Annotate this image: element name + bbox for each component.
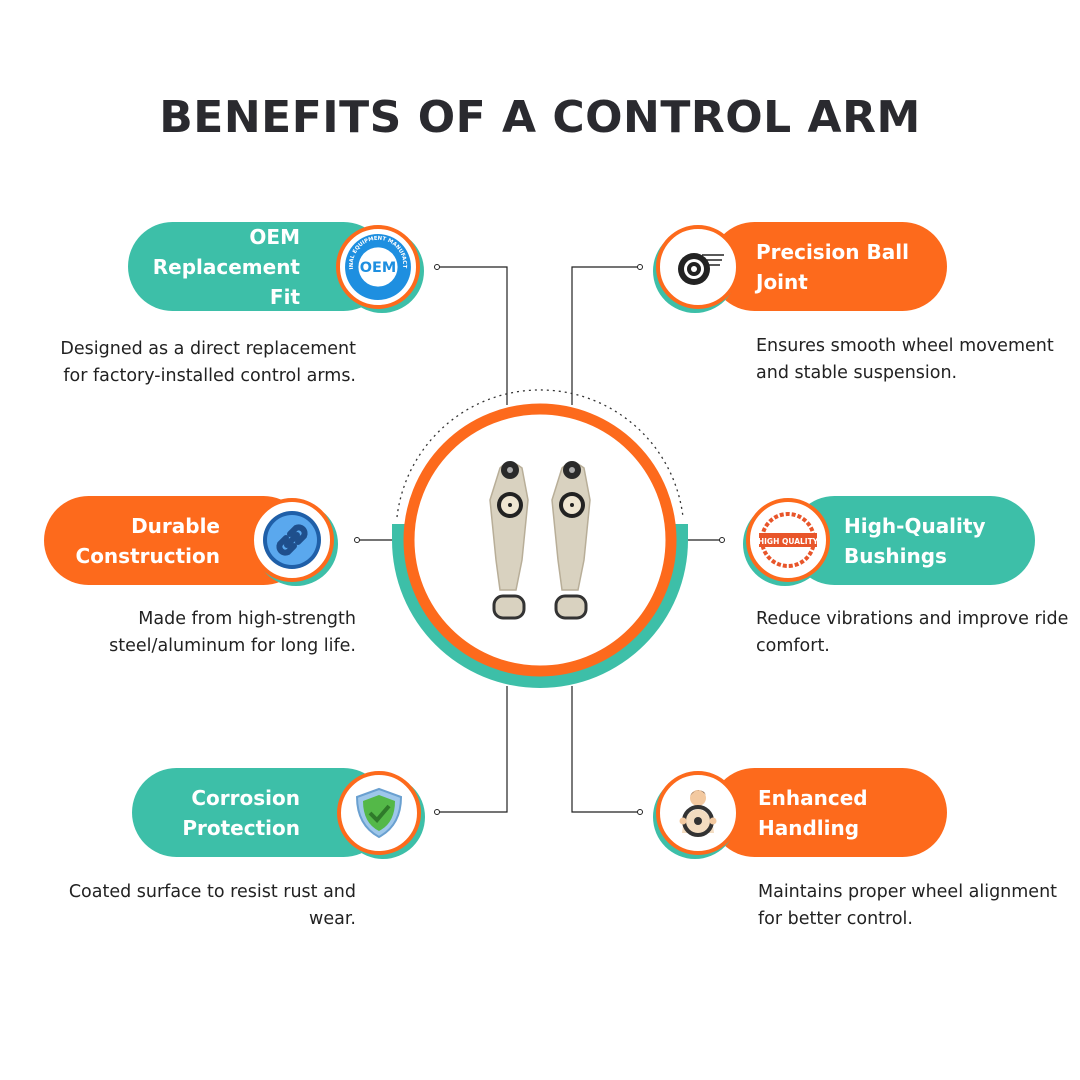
- control-arm-image: [489, 459, 592, 620]
- benefit-title-line2: Protection: [182, 815, 300, 840]
- benefit-title-line1: Durable: [131, 513, 220, 538]
- benefit-title-line2: Construction: [75, 543, 220, 568]
- benefit-bushings-pill: High-Quality Bushings: [790, 496, 1035, 585]
- benefit-title-line2: Replacement Fit: [152, 254, 300, 309]
- benefit-title-line1: Corrosion: [191, 785, 300, 810]
- dotted-arc: [396, 389, 684, 518]
- benefit-description: Reduce vibrations and improve ride comfo…: [756, 609, 1069, 656]
- page-title: BENEFITS OF A CONTROL ARM: [159, 92, 921, 143]
- benefit-title-line1: High-Quality: [844, 513, 986, 538]
- benefit-description: Maintains proper wheel alignment for bet…: [758, 882, 1058, 929]
- benefit-title-line1: Enhanced: [758, 785, 868, 810]
- spinning-wheel-icon: [653, 225, 740, 313]
- center-white-disc: [403, 403, 677, 677]
- benefit-title-line2: Bushings: [844, 543, 947, 568]
- oem-badge-text: OEM: [360, 260, 396, 276]
- high-quality-stamp-icon: HIGH QUALITY: [743, 498, 830, 586]
- benefit-handling-pill: Enhanced Handling: [710, 768, 947, 857]
- benefit-title-line1: OEM: [249, 224, 300, 249]
- benefit-description: Ensures smooth wheel movement and stable…: [756, 336, 1054, 383]
- benefit-ball-joint-pill: Precision Ball Joint: [710, 222, 947, 311]
- benefit-title-line2: Handling: [758, 815, 860, 840]
- oem-badge-icon: ORIGINAL EQUIPMENT MANUFACTURER OEM: [336, 225, 424, 313]
- shield-check-icon: [337, 771, 425, 859]
- benefit-description: Made from high-strength steel/aluminum f…: [109, 609, 356, 656]
- driver-steering-wheel-icon: [653, 771, 740, 859]
- high-quality-text: HIGH QUALITY: [758, 537, 819, 546]
- benefit-description: Designed as a direct replacement for fac…: [60, 339, 356, 386]
- chain-link-icon: [250, 498, 338, 586]
- benefit-title-line1: Precision Ball: [756, 239, 909, 264]
- benefit-description: Coated surface to resist rust and wear.: [68, 882, 356, 929]
- benefit-title-line2: Joint: [756, 269, 808, 294]
